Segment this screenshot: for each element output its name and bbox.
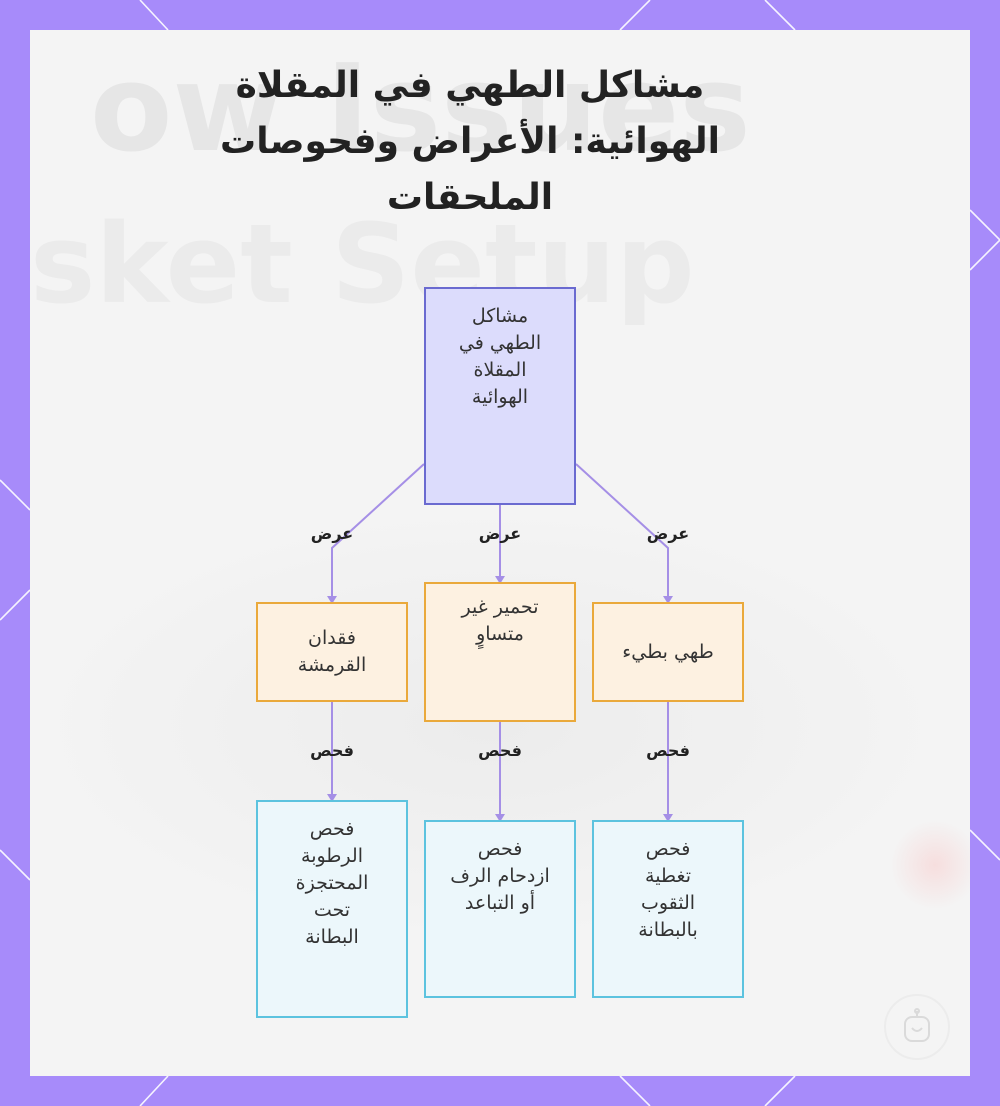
edge-label-shows-right: عرض bbox=[646, 524, 690, 543]
arrowhead bbox=[327, 596, 337, 604]
node-check-middle: فحص ازدحام الرف أو التباعد bbox=[424, 820, 576, 998]
edge-label-check-right: فحص bbox=[646, 741, 690, 760]
logo-icon bbox=[904, 1008, 930, 1042]
edge-label-check-left: فحص bbox=[310, 741, 354, 760]
logo-icon bbox=[884, 994, 950, 1060]
background-blur-shape bbox=[890, 820, 970, 910]
diagram-title: مشاكل الطهي في المقلاة الهوائية: الأعراض… bbox=[220, 65, 720, 218]
edge-label-check-middle: فحص bbox=[478, 741, 522, 760]
arrowhead bbox=[327, 794, 337, 802]
edge-label-shows-middle: عرض bbox=[478, 524, 522, 543]
edge-root-left bbox=[331, 463, 425, 602]
node-check-left: فحص الرطوبة المحتجزة تحت البطانة bbox=[256, 800, 408, 1018]
arrowhead bbox=[663, 596, 673, 604]
edge-label-shows-left: عرض bbox=[310, 524, 354, 543]
node-symptom-left: فقدان القرمشة bbox=[256, 602, 408, 702]
node-symptom-middle: تحمير غير متساوٍ bbox=[424, 582, 576, 722]
node-root: مشاكل الطهي في المقلاة الهوائية bbox=[424, 287, 576, 505]
node-symptom-right: طهي بطيء bbox=[592, 602, 744, 702]
edge-root-right bbox=[575, 463, 669, 602]
arrowhead bbox=[495, 576, 505, 584]
arrowhead bbox=[495, 814, 505, 822]
node-check-right: فحص تغطية الثقوب بالبطانة bbox=[592, 820, 744, 998]
arrowhead bbox=[663, 814, 673, 822]
